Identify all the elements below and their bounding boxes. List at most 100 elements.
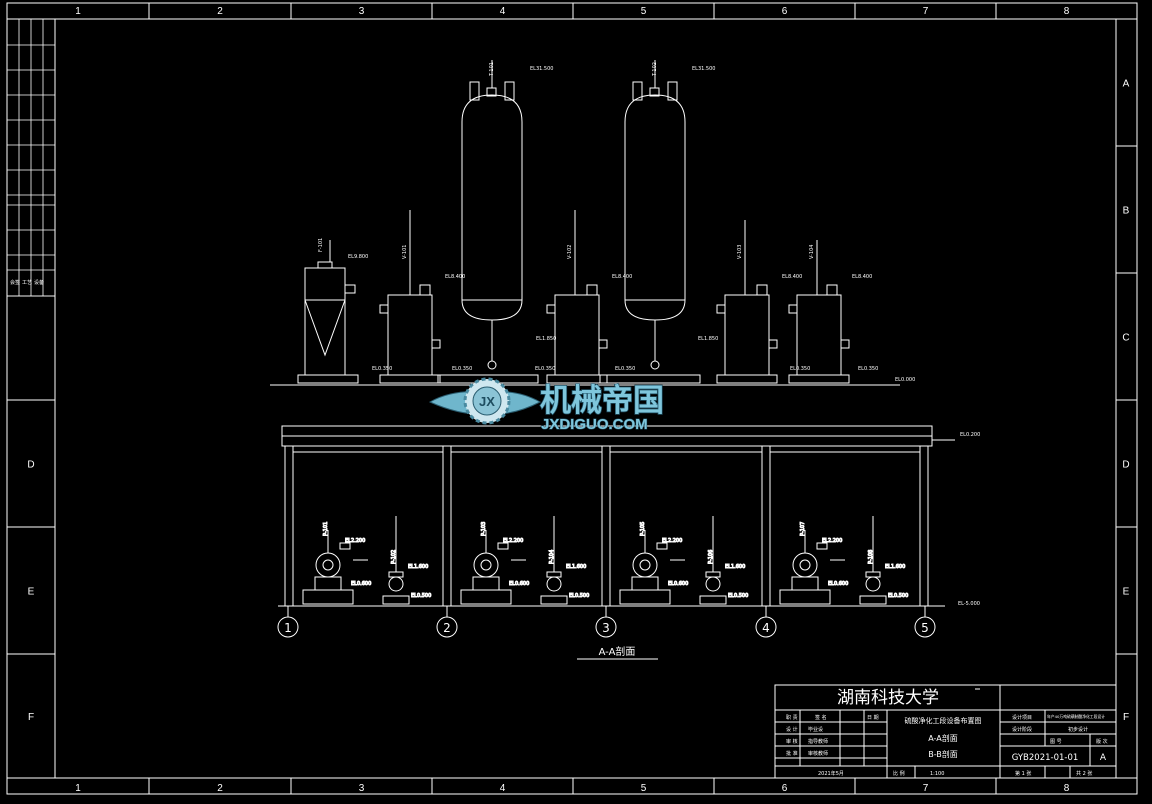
tb-col-version: 版 次 xyxy=(1096,738,1108,745)
tag-f101: F-101 xyxy=(318,238,324,252)
university-name: 湖南科技大学 xyxy=(837,688,939,708)
frame-row-label-left: F xyxy=(28,712,34,723)
el-vessel-3-top: EL8.400 xyxy=(782,274,802,280)
tb-role-review: 审 核 xyxy=(786,738,798,745)
axis-label: 1 xyxy=(284,621,292,635)
frame-col-label-bottom: 1 xyxy=(75,783,81,794)
watermark-url: JXDIGUO.COM xyxy=(541,416,648,433)
tb-col-figure-no: 图 号 xyxy=(1050,739,1062,745)
tb-role-design: 设 计 xyxy=(786,726,798,733)
tb-role-approve: 批 准 xyxy=(786,750,798,757)
pump-el-low: EL0.500 xyxy=(411,593,431,599)
el-base-right: EL0.000 xyxy=(895,377,915,383)
frame-row-label-right: F xyxy=(1123,712,1129,723)
frame-row-label-right: E xyxy=(1123,587,1130,598)
axis-label: 5 xyxy=(921,621,929,635)
el-base-1: EL0.350 xyxy=(372,366,392,372)
filter-f101 xyxy=(297,240,359,384)
section-title: A-A剖面 xyxy=(599,645,636,658)
left-strip-label-3: 设备 xyxy=(34,279,44,286)
pump-tag-small: P-106 xyxy=(708,550,714,564)
equipment-tags: T-101 T-102 F-101 V-101 V-102 V-103 V-10… xyxy=(318,62,815,259)
tb-version: A xyxy=(1100,753,1107,763)
tag-t101: T-101 xyxy=(489,62,495,77)
el-vessel-2-top: EL8.400 xyxy=(612,274,632,280)
left-strip-label-2: 工艺 xyxy=(22,280,32,286)
tb-header-date: 日 期 xyxy=(867,715,879,721)
el-filter-top: EL9.800 xyxy=(348,254,368,260)
frame-col-label-top: 1 xyxy=(75,6,81,17)
tb-drawing-title: 硫酸净化工段设备布置图 xyxy=(905,716,982,725)
axis-marker-4: 4 xyxy=(755,606,777,638)
frame-row-label-right: D xyxy=(1122,460,1129,471)
tb-date: 2021年5月 xyxy=(818,770,844,777)
tb-project-label: 设计项目 xyxy=(1012,714,1032,721)
tb-stage-value: 初步设计 xyxy=(1068,726,1088,733)
pump-bay-3 xyxy=(619,516,727,605)
frame-col-label-top: 8 xyxy=(1064,6,1070,17)
title-block xyxy=(774,684,1117,779)
pump-el-base: EL0.600 xyxy=(351,581,371,587)
el-tower-left-top: EL31.500 xyxy=(530,66,553,72)
watermark-name: 机械帝国 xyxy=(540,383,664,419)
axis-label: 4 xyxy=(762,621,770,635)
axis-marker-1: 1 xyxy=(277,606,299,638)
el-base-4: EL0.350 xyxy=(615,366,635,372)
pump-tag-small: P-102 xyxy=(391,550,397,564)
pump-el-small: EL1.600 xyxy=(566,564,586,570)
pump-el-small: EL1.600 xyxy=(408,564,428,570)
frame-col-label-top: 2 xyxy=(217,6,223,17)
frame-col-label-top: 5 xyxy=(641,6,647,17)
tb-stage-label: 设计阶段 xyxy=(1012,726,1032,733)
tag-v102: V-102 xyxy=(567,245,573,259)
el-tower-right-bottom: EL1.850 xyxy=(698,336,718,342)
el-platform: EL0.200 xyxy=(960,432,980,438)
platform-structure xyxy=(278,425,955,607)
pump-el-main: EL2.200 xyxy=(345,538,365,544)
tb-header-sign: 签 名 xyxy=(815,714,827,721)
tb-sheet: 第 1 张 xyxy=(1015,770,1031,777)
tb-scale-label: 比 例 xyxy=(893,770,905,777)
frame-col-label-top: 3 xyxy=(359,6,365,17)
pump-tag-main: P-107 xyxy=(800,522,806,536)
tb-project-value: 年产40万吨硫磺制酸净化工段设计 xyxy=(1047,714,1105,719)
elevation-labels: EL31.500 EL31.500 EL9.800 EL8.400 EL8.40… xyxy=(348,66,980,607)
axis-marker-5: 5 xyxy=(914,606,936,638)
el-ground: EL-5.000 xyxy=(958,601,980,607)
pump-bay-1 xyxy=(302,516,410,605)
frame-col-label-bottom: 3 xyxy=(359,783,365,794)
pump-el-base: EL0.600 xyxy=(668,581,688,587)
frame-row-label-left: D xyxy=(27,460,34,471)
inner-border xyxy=(54,18,1117,779)
pump-tag-main: P-103 xyxy=(481,522,487,536)
vessel-v101 xyxy=(379,210,441,384)
frame-row-label-left: E xyxy=(28,587,35,598)
pump-el-base: EL0.600 xyxy=(828,581,848,587)
tower-t101 xyxy=(437,60,539,384)
left-strip-label-1: 会签 xyxy=(10,279,20,286)
tag-v104: V-104 xyxy=(809,245,815,259)
outer-border xyxy=(6,2,1138,795)
el-tower-right-top: EL31.500 xyxy=(692,66,715,72)
tower-t102 xyxy=(599,60,701,384)
frame-col-label-bottom: 5 xyxy=(641,783,647,794)
pump-el-base: EL0.600 xyxy=(509,581,529,587)
frame-row-label-right: A xyxy=(1123,79,1130,90)
pump-bay-4 xyxy=(779,516,887,605)
watermark-logo: JX 机械帝国 JXDIGUO.COM xyxy=(428,377,665,434)
frame-col-label-top: 6 xyxy=(782,6,788,17)
el-base-2: EL0.350 xyxy=(452,366,472,372)
el-base-5: EL0.350 xyxy=(790,366,810,372)
frame-row-label-right: B xyxy=(1123,206,1130,217)
pump-tag-small: P-108 xyxy=(868,550,874,564)
pump-el-main: EL2.200 xyxy=(503,538,523,544)
pump-tag-main: P-101 xyxy=(323,522,329,536)
frame-col-label-bottom: 7 xyxy=(923,783,929,794)
frame-col-label-bottom: 4 xyxy=(500,783,506,794)
el-base-3: EL0.350 xyxy=(535,366,555,372)
el-vessel-4-top: EL8.400 xyxy=(852,274,872,280)
vessel-v102 xyxy=(546,210,608,384)
tag-t102: T-102 xyxy=(652,62,658,77)
